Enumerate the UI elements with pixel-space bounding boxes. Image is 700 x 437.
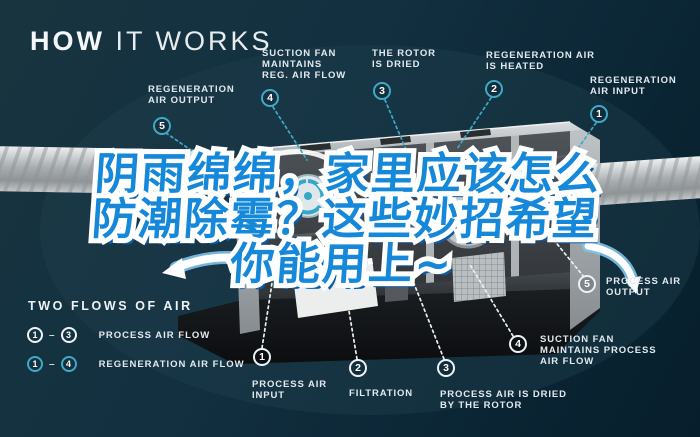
callout-regeneration-air-input-label: REGENERATION AIR INPUT [590,75,677,97]
callout-suction-fan-process-label: SUCTION FAN MAINTAINS PROCESS AIR FLOW [540,334,657,367]
page-title: HOW IT WORKS [30,26,273,57]
callout-process-air-input-label: PROCESS AIR INPUT [252,379,328,401]
callout-rotor-dried-label: THE ROTOR IS DRIED [372,48,436,70]
legend-regeneration-from-circle: 1 [27,356,43,372]
callout-process-air-output-number: 5 [578,275,596,293]
callout-suction-fan-reg-label: SUCTION FAN MAINTAINS REG. AIR FLOW [262,48,347,81]
leader-lines-process [261,238,585,360]
callout-regeneration-heated-label: REGENERATION AIR IS HEATED [486,50,595,72]
callout-rotor-dried-number: 3 [373,82,391,100]
legend-title: TWO FLOWS OF AIR [28,299,193,313]
callout-suction-fan-process-number: 4 [509,335,527,353]
callout-filtration-label: FILTRATION [349,388,414,399]
callout-process-air-input-number: 1 [253,348,271,366]
leader-lines-regeneration [165,97,597,167]
airflow-arrows [162,149,641,294]
callout-regeneration-air-output-number: 5 [153,117,171,135]
callout-process-dried-label: PROCESS AIR IS DRIED BY THE ROTOR [440,389,567,411]
callout-regeneration-air-output-label: REGENERATION AIR OUTPUT [148,84,235,106]
legend-regeneration-label: REGENERATION AIR FLOW [98,358,245,370]
callout-process-dried-number: 3 [437,359,455,377]
right-duct [582,156,700,206]
callout-filtration-number: 2 [349,359,367,377]
legend-regeneration-to-circle: 4 [60,356,77,372]
legend-row-process: 1 – 3 PROCESS AIR FLOW [27,327,210,343]
legend-process-to-circle: 3 [60,327,77,343]
legend-process-label: PROCESS AIR FLOW [98,329,211,341]
callout-regeneration-heated-number: 2 [485,80,503,98]
left-duct [0,146,207,195]
legend-process-from-circle: 1 [27,327,43,343]
page-title-bold: HOW [30,26,105,56]
callout-regeneration-air-input-number: 1 [590,105,608,123]
rotor-wheel [437,187,499,249]
machine-illustration [178,121,600,364]
fan-icon [286,174,330,218]
page-title-light: IT WORKS [115,26,273,56]
callout-suction-fan-reg-number: 4 [261,89,279,107]
legend-row-regeneration: 1 – 4 REGENERATION AIR FLOW [27,356,245,372]
legend-process-dash: – [49,329,55,341]
callout-process-air-output-label: PROCESS AIR OUTPUT [606,276,682,298]
legend-regeneration-dash: – [49,358,55,370]
